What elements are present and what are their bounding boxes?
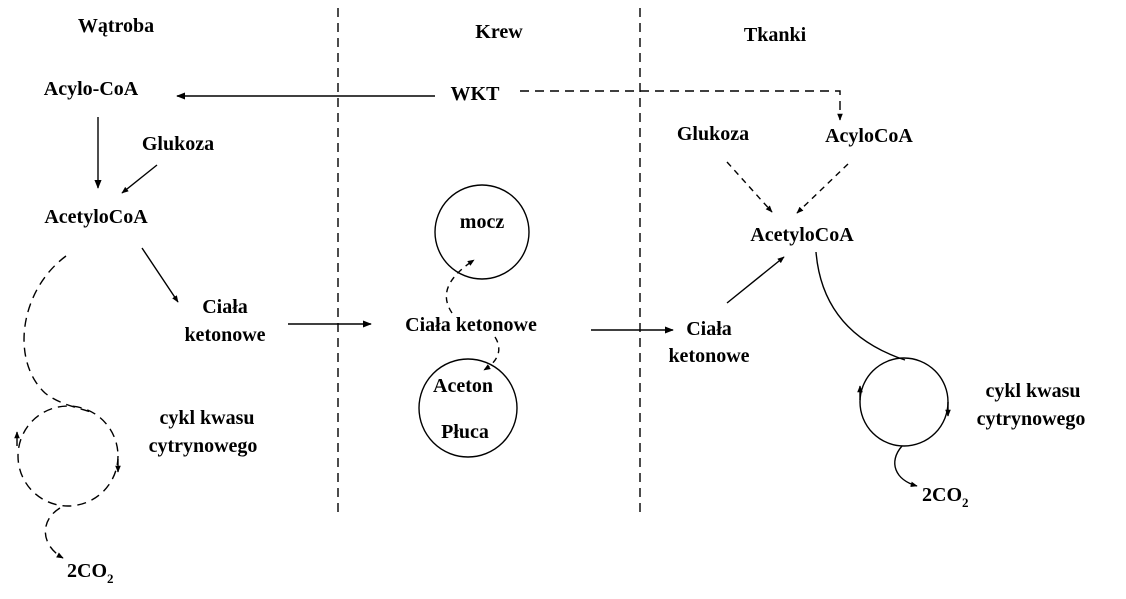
urine-circle [434, 184, 530, 280]
arrow-ketones-to-urine [445, 259, 475, 314]
arrow-acetylcoa-to-ketones-liver [141, 247, 179, 303]
krebs-cycle-liver [17, 405, 119, 507]
blood-lungs: Płuca [441, 421, 489, 443]
heading-liver: Wątroba [78, 15, 154, 37]
blood-wkt: WKT [451, 83, 501, 105]
tissues-krebs-label-2: cytrynowego [977, 408, 1086, 430]
blood-ketone-bodies: Ciała ketonowe [405, 314, 537, 336]
blood-acetone: Aceton [433, 375, 493, 397]
tissues-ketone-bodies-1: Ciała [686, 318, 732, 340]
path-acetylcoa-into-krebs-liver [23, 255, 95, 414]
arrow-krebs-to-co2-liver [44, 507, 64, 559]
tissues-krebs-label-1: cykl kwasu [985, 380, 1080, 402]
liver-co2-subscript: 2 [107, 571, 114, 586]
tissues-ketone-bodies-2: ketonowe [668, 345, 749, 367]
liver-co2-main: 2CO [67, 560, 107, 582]
arrow-glucose-to-acetylcoa-liver [121, 164, 158, 194]
liver-acyl-coa: Acylo-CoA [44, 78, 139, 100]
tissues-acetyl-coa: AcetyloCoA [750, 224, 854, 246]
arrow-wkt-to-tissues-acylcoa [520, 90, 843, 121]
tissues-co2-main: 2CO [922, 484, 962, 506]
liver-co2: 2CO2 [67, 560, 114, 586]
arrow-acylcoa-to-acetylcoa-tissues [796, 163, 849, 214]
lungs-circle [418, 358, 518, 458]
krebs-cycle-tissues [859, 357, 949, 447]
liver-ketone-bodies-1: Ciała [202, 296, 248, 318]
liver-ketone-bodies-2: ketonowe [184, 324, 265, 346]
tissues-glucose: Glukoza [677, 123, 749, 145]
tissues-acyl-coa: AcyloCoA [825, 125, 913, 147]
heading-blood: Krew [475, 21, 523, 43]
liver-krebs-label-1: cykl kwasu [159, 407, 254, 429]
path-acetylcoa-into-krebs-tissues [815, 251, 906, 361]
arrow-krebs-to-co2-tissues [894, 445, 918, 488]
blood-urine: mocz [460, 211, 505, 233]
liver-acetyl-coa: AcetyloCoA [44, 206, 148, 228]
liver-glucose: Glukoza [142, 133, 214, 155]
heading-tissues: Tkanki [744, 24, 807, 46]
liver-krebs-label-2: cytrynowego [149, 435, 258, 457]
tissues-co2-subscript: 2 [962, 495, 969, 510]
arrow-ketones-to-acetone [483, 336, 500, 371]
tissues-co2: 2CO2 [922, 484, 969, 510]
arrow-glucose-to-acetylcoa-tissues [726, 161, 773, 213]
arrow-ketones-to-acetylcoa-tissues [726, 256, 785, 304]
